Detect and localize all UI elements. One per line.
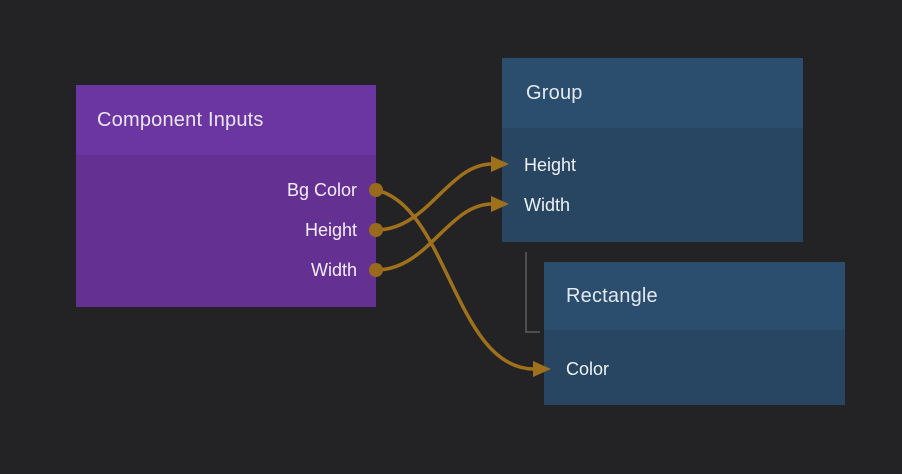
node-group-body: Height Width [502, 128, 803, 242]
node-component-inputs[interactable]: Component Inputs Bg Color Height Width [76, 85, 376, 307]
node-title: Rectangle [566, 284, 658, 307]
node-group-header[interactable]: Group [502, 58, 803, 128]
input-port-width[interactable]: Width [524, 194, 571, 215]
wire-width-to-group-width[interactable] [375, 202, 493, 272]
output-port-height[interactable]: Height [304, 219, 357, 240]
node-group[interactable]: Group Height Width [502, 58, 803, 242]
node-title: Component Inputs [97, 108, 264, 131]
input-port-height[interactable]: Height [524, 154, 577, 175]
node-component-inputs-body: Bg Color Height Width [76, 155, 376, 307]
input-port-color[interactable]: Color [566, 358, 610, 379]
node-component-inputs-header[interactable]: Component Inputs [76, 85, 376, 155]
node-title: Group [526, 81, 583, 104]
node-rectangle-body: Color [544, 330, 845, 405]
output-port-bg-color[interactable]: Bg Color [286, 179, 357, 200]
output-port-width[interactable]: Width [310, 259, 357, 280]
node-rectangle[interactable]: Rectangle Color [544, 262, 845, 405]
hierarchy-link-group-rectangle [525, 252, 540, 333]
wire-height-to-group-height[interactable] [375, 162, 493, 232]
node-rectangle-header[interactable]: Rectangle [544, 262, 845, 330]
